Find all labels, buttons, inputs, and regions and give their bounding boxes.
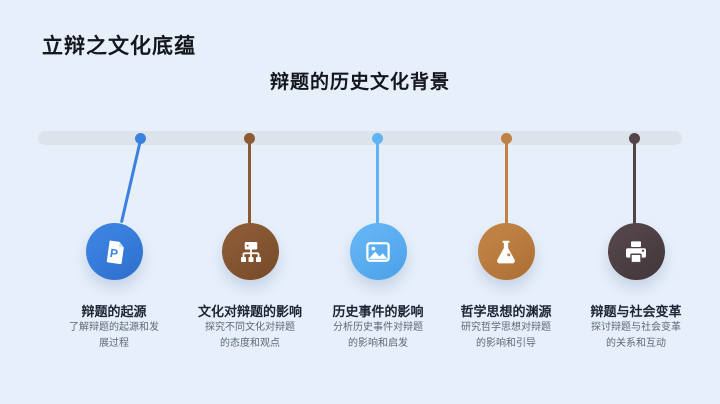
item-description: 分析历史事件对辩题的影响和启发: [333, 322, 423, 349]
image-icon: [366, 241, 390, 262]
timeline-dot: [243, 132, 255, 144]
icon-circle: [477, 223, 535, 280]
flask-icon: [497, 240, 515, 263]
icon-circle: [607, 223, 665, 280]
connector-line: [504, 141, 508, 224]
connector-line: [119, 139, 142, 224]
timeline-dot: [628, 132, 640, 144]
timeline-dot: [134, 132, 146, 144]
item-title: 历史事件的影响: [332, 304, 424, 319]
connector-line: [375, 141, 379, 224]
item-title: 辩题与社会变革: [590, 304, 682, 319]
item-description: 探究不同文化对辩题的态度和观点: [205, 322, 295, 349]
item-title: 哲学思想的渊源: [460, 304, 552, 319]
document-p-icon: P: [106, 240, 124, 264]
timeline-bar: [38, 131, 682, 145]
icon-circle: P: [86, 223, 143, 280]
svg-text:P: P: [109, 245, 119, 260]
timeline-dot: [371, 132, 383, 144]
icon-circle: [222, 223, 279, 280]
icon-circle: [349, 223, 407, 280]
timeline-dot: [500, 132, 512, 144]
connector-line: [247, 141, 251, 224]
printer-icon: [626, 240, 646, 263]
slide-subtitle: 辩题的历史文化背景: [269, 72, 450, 93]
item-description: 了解辩题的起源和发展过程: [69, 322, 159, 349]
sitemap-icon: [240, 241, 261, 262]
item-title: 文化对辩题的影响: [197, 304, 302, 319]
connector-line: [632, 141, 636, 224]
item-description: 探讨辩题与社会变革的关系和互动: [591, 322, 681, 349]
item-description: 研究哲学思想对辩题的影响和引导: [461, 322, 551, 349]
slide-title: 立辩之文化底蕴: [42, 35, 196, 58]
item-title: 辩题的起源: [81, 304, 147, 319]
